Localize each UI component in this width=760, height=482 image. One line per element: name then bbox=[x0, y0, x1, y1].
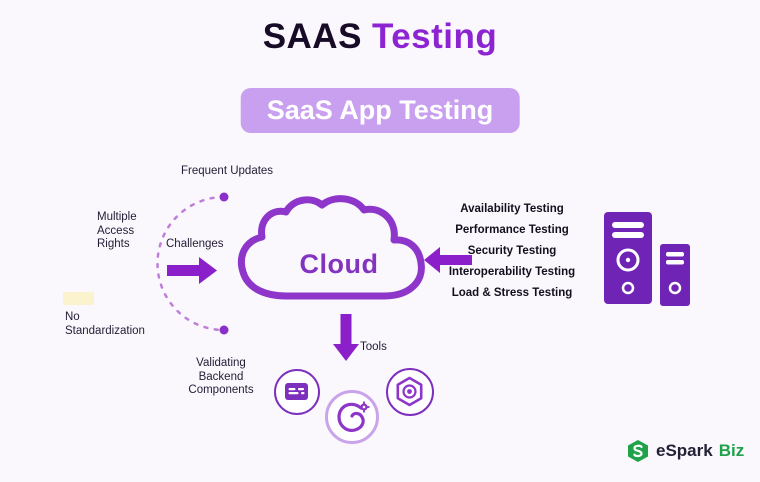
label-challenges: Challenges bbox=[166, 238, 224, 250]
title-testing: Testing bbox=[371, 17, 498, 56]
testing-type-interoperability: Interoperability Testing bbox=[448, 266, 576, 278]
label-tools: Tools bbox=[360, 341, 387, 353]
logo-text-espark: eSpark bbox=[656, 441, 713, 460]
tool-circle-hexagon-gear-icon bbox=[386, 368, 434, 416]
title-saas: SAAS bbox=[262, 17, 362, 56]
server-icon bbox=[604, 212, 690, 306]
highlight-swatch bbox=[63, 292, 94, 305]
logo-text-biz: Biz bbox=[718, 441, 745, 460]
esparkbiz-logo: eSpark Biz bbox=[626, 439, 744, 463]
testing-type-security: Security Testing bbox=[467, 245, 557, 257]
tool-circle-swirl-icon bbox=[325, 390, 379, 444]
cloud-icon bbox=[237, 195, 425, 300]
testing-type-performance: Performance Testing bbox=[455, 224, 569, 236]
testing-types-list: Availability Testing Performance Testing… bbox=[427, 199, 597, 304]
testing-type-availability: Availability Testing bbox=[460, 203, 564, 215]
label-frequent-updates: Frequent Updates bbox=[181, 165, 274, 177]
banner: SaaS App Testing bbox=[240, 88, 520, 133]
label-no-standardization: No Standardization bbox=[65, 311, 145, 337]
cloud-label: Cloud bbox=[299, 249, 379, 279]
arrow-left-icon bbox=[424, 247, 472, 273]
esparkbiz-logo-icon bbox=[628, 440, 648, 462]
arrow-right-icon bbox=[167, 257, 217, 284]
dashed-arc-icon bbox=[156, 192, 229, 335]
label-multiple-access-rights: Multiple Access Rights bbox=[97, 211, 137, 251]
arrow-down-icon bbox=[333, 314, 359, 361]
testing-type-load-stress: Load & Stress Testing bbox=[451, 287, 573, 299]
label-validating-backend: Validating Backend Components bbox=[188, 357, 254, 397]
tool-circle-card-icon bbox=[274, 369, 320, 415]
